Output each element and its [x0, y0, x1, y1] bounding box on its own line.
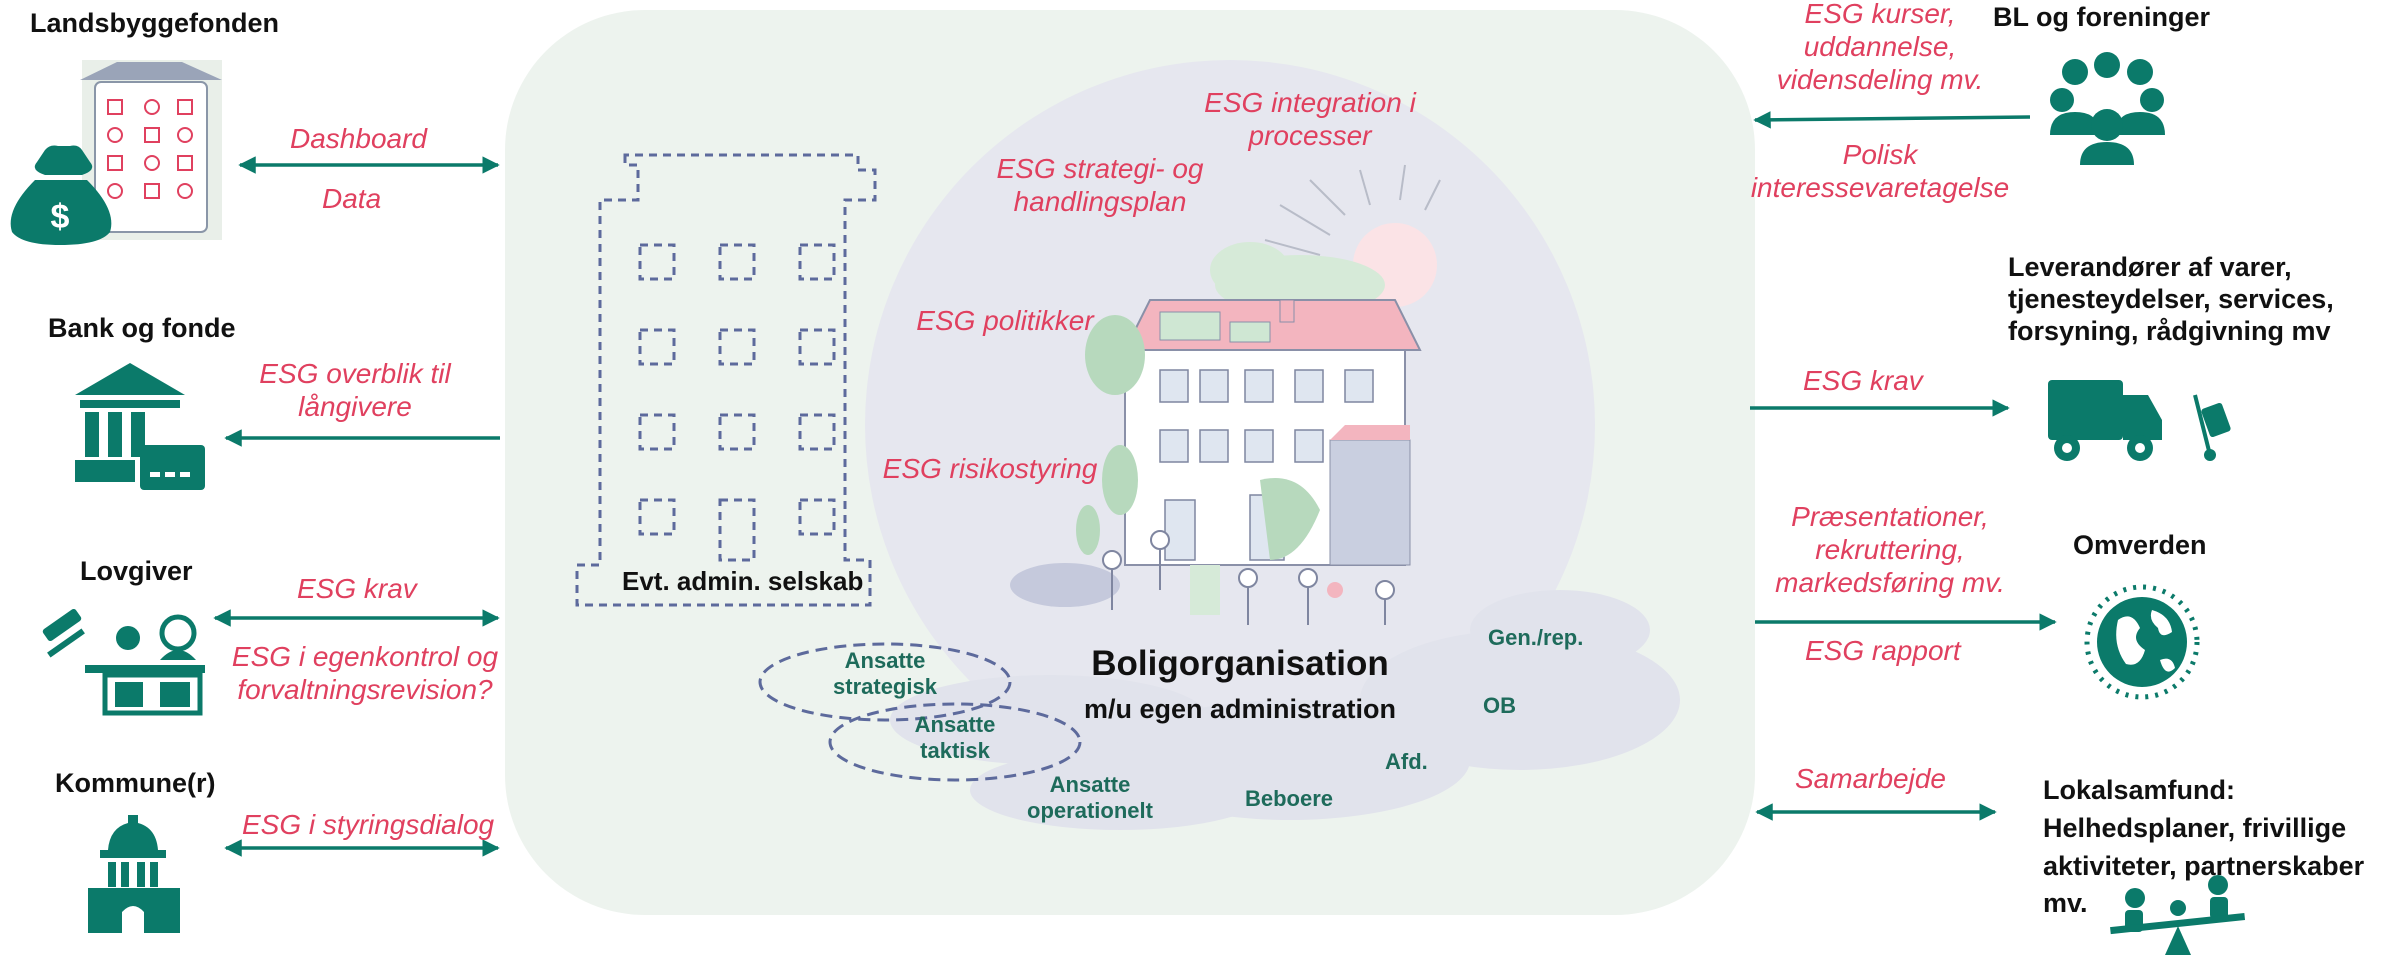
admin-building	[575, 153, 877, 607]
flow-leverandoer-krav: ESG krav	[1803, 365, 1923, 396]
flow-samarbejde: Samarbejde	[1795, 763, 1946, 794]
playground-seesaw-icon	[2110, 875, 2246, 955]
group-departments: Afd.	[1385, 749, 1428, 774]
stakeholder-bank: Bank og fonde	[48, 313, 236, 343]
stakeholder-cloud	[890, 590, 1680, 830]
flow-egenkontrol: ESG i egenkontrol og forvaltningsrevisio…	[231, 641, 499, 706]
group-residents: Beboere	[1245, 786, 1334, 811]
arrow-bl	[1753, 111, 2031, 129]
flow-esg-kurser: ESG kurser, uddannelse, vidensdeling mv.	[1776, 0, 1984, 96]
flow-bank-overview: ESG overblik til långivere	[259, 358, 451, 423]
people-group-icon	[2050, 52, 2165, 165]
group-gen-rep: Gen./rep.	[1488, 625, 1584, 650]
stakeholder-landsbyggefonden: Landsbyggefonden	[30, 8, 279, 38]
group-staff-tactical: Ansatte taktisk	[914, 712, 996, 763]
topic-strategy: ESG strategi- og handlingsplan	[996, 153, 1204, 218]
money-bag-app-grid-icon: $	[10, 60, 222, 245]
town-hall-icon	[88, 815, 180, 933]
stakeholder-lovgiver: Lovgiver	[80, 556, 193, 586]
stakeholder-leverandoerer: Leverandører af varer, tjenesteydelser, …	[2008, 252, 2334, 346]
bank-card-icon	[75, 363, 205, 490]
flow-styringsdialog: ESG i styringsdialog	[242, 809, 495, 840]
admin-company-label: Evt. admin. selskab	[622, 566, 864, 596]
center-subtitle: m/u egen administration	[1083, 694, 1397, 724]
topic-integration: ESG integration i processer	[1204, 87, 1416, 152]
flow-data: Data	[322, 183, 382, 214]
stakeholder-kommune: Kommune(r)	[55, 768, 216, 798]
staff-tactical-ellipse	[828, 702, 1082, 782]
stakeholder-bl: BL og foreninger	[1993, 2, 2211, 32]
flow-lovgiver-krav: ESG krav	[297, 573, 417, 604]
svg-text:$: $	[51, 198, 70, 236]
flow-dashboard: Dashboard	[290, 123, 427, 154]
globe-icon	[2084, 584, 2200, 700]
group-ob: OB	[1483, 693, 1516, 718]
housing-illustration	[1010, 164, 1441, 625]
flow-esg-rapport: ESG rapport	[1805, 635, 1961, 666]
topic-risk: ESG risikostyring	[882, 453, 1098, 484]
group-staff-strategic: Ansatte strategisk	[833, 648, 937, 699]
stakeholder-lokalsamfund: Lokalsamfund: Helhedsplaner, frivillige …	[2043, 775, 2365, 919]
flow-interessevaretagelse: Polisk interessevaretagelse	[1750, 139, 2010, 204]
topic-policies: ESG politikker	[916, 305, 1094, 336]
flow-praesentationer: Præsentationer, rekruttering, markedsfør…	[1775, 501, 2005, 599]
staff-strategic-ellipse	[758, 642, 1012, 722]
stakeholder-omverden: Omverden	[2073, 530, 2207, 560]
center-title: Boligorganisation	[1091, 644, 1389, 683]
delivery-truck-icon	[2048, 380, 2231, 461]
group-staff-operational: Ansatte operationelt	[1027, 772, 1153, 823]
judge-gavel-icon	[42, 608, 205, 716]
